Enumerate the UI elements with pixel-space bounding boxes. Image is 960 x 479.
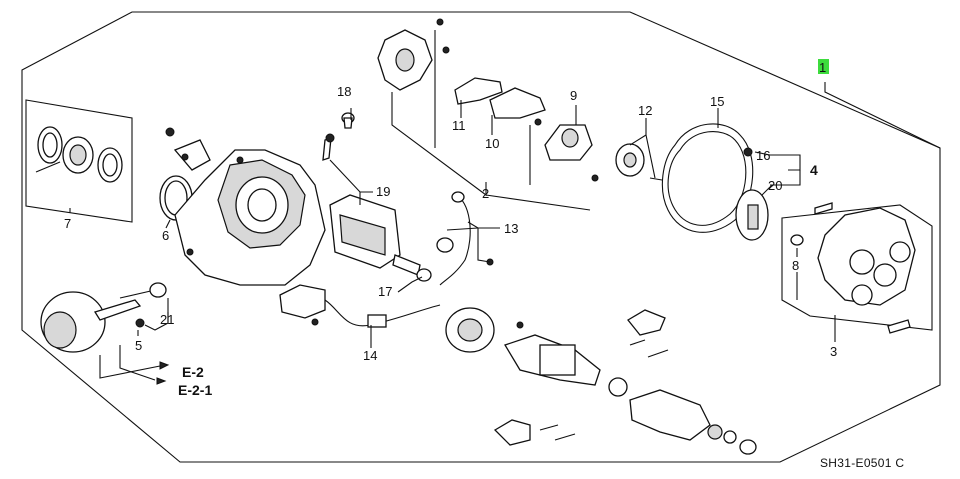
leader-lines xyxy=(69,30,941,385)
callout-9: 9 xyxy=(570,88,577,103)
callout-20: 20 xyxy=(768,178,782,193)
pickup-plate-2 xyxy=(377,18,450,91)
wire-harness-14 xyxy=(279,284,441,328)
diagram-code: SH31-E0501 C xyxy=(820,456,904,470)
reference-e2[interactable]: E-2 xyxy=(182,364,204,380)
callout-10: 10 xyxy=(485,136,499,151)
callout-1: 1 xyxy=(819,60,826,75)
callout-5: 5 xyxy=(135,338,142,353)
callout-11: 11 xyxy=(452,118,466,133)
igniter-19 xyxy=(322,133,421,276)
callout-12: 12 xyxy=(638,103,652,118)
screw-10 xyxy=(534,118,542,126)
plate-11 xyxy=(454,77,503,105)
callout-21: 21 xyxy=(160,312,174,327)
callout-15: 15 xyxy=(710,94,724,109)
reference-e2-1[interactable]: E-2-1 xyxy=(178,382,212,398)
rotor-20 xyxy=(735,147,769,241)
callout-13: 13 xyxy=(504,221,518,236)
callout-3: 3 xyxy=(830,344,837,359)
callout-4: 4 xyxy=(810,162,818,178)
clip-17 xyxy=(416,268,432,282)
seal-kit xyxy=(35,126,123,183)
callout-8: 8 xyxy=(792,258,799,273)
assembly-boundary xyxy=(21,11,941,463)
callout-16: 16 xyxy=(756,148,770,163)
callout-18: 18 xyxy=(337,84,351,99)
seal-kit-box xyxy=(25,99,133,223)
callout-7: 7 xyxy=(64,216,71,231)
reluctor-12 xyxy=(615,143,663,181)
callout-14: 14 xyxy=(363,348,377,363)
callout-2: 2 xyxy=(482,186,489,201)
vacuum-advance-9 xyxy=(544,124,599,182)
shaft-assembly xyxy=(445,307,757,455)
callout-19: 19 xyxy=(376,184,390,199)
pickup-coil-13 xyxy=(436,191,494,286)
callout-17: 17 xyxy=(378,284,392,299)
distributor-housing xyxy=(165,127,326,286)
callout-6: 6 xyxy=(162,228,169,243)
governor-weights xyxy=(493,309,669,446)
cap-gasket-15-inner xyxy=(667,131,747,226)
distributor-cap-3 xyxy=(790,202,916,334)
plate-10 xyxy=(489,87,546,119)
distributor-cap-box xyxy=(781,204,933,331)
vacuum-unit xyxy=(40,282,167,353)
cap-gasket-15 xyxy=(661,123,754,233)
screw-18 xyxy=(341,112,355,129)
highlight-marker xyxy=(818,59,829,74)
